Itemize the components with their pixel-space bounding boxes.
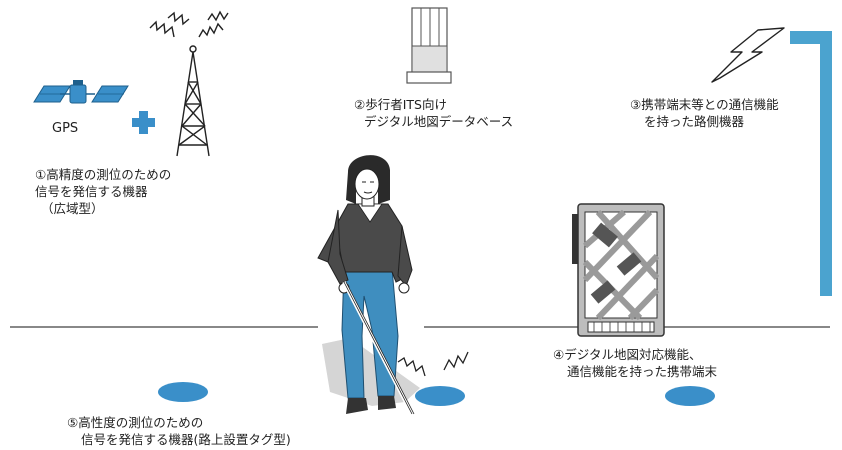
- lightning-icon: [711, 27, 785, 83]
- label-map-database-line-1: ②歩行者ITS向け: [354, 97, 447, 112]
- pedestrian-with-cane-icon: [317, 155, 420, 415]
- label-roadside-device-line-2: を持った路側機器: [644, 114, 745, 129]
- label-handheld-terminal-line-1: ④デジタル地図対応機能、: [553, 347, 702, 362]
- radio-tower-icon: [149, 10, 229, 157]
- label-map-database: ②歩行者ITS向け デジタル地図データベース: [354, 96, 513, 130]
- handheld-terminal-icon: [572, 203, 665, 337]
- tag-signal-icon: [397, 351, 469, 377]
- label-road-tag: ⑤高性度の測位のための 信号を発信する機器(路上設置タグ型): [67, 414, 291, 448]
- label-gps-transmitter-line-3: （広域型）: [41, 201, 104, 216]
- label-roadside-device-line-1: ③携帯端末等との通信機能: [630, 97, 779, 112]
- label-gps-transmitter-line-1: ①高精度の測位のための: [35, 167, 172, 182]
- roadside-pole-icon: [790, 31, 832, 296]
- label-road-tag-line-1: ⑤高性度の測位のための: [67, 415, 204, 430]
- database-server-icon: [406, 7, 452, 84]
- gps-satellite-icon: [33, 80, 129, 104]
- label-handheld-terminal-line-2: 通信機能を持った携帯端末: [567, 364, 718, 379]
- label-map-database-line-2: デジタル地図データベース: [364, 114, 514, 129]
- label-roadside-device: ③携帯端末等との通信機能 を持った路側機器: [630, 96, 779, 130]
- gps-label: GPS: [52, 121, 79, 136]
- road-tag-icon: [665, 386, 715, 406]
- road-tag-icon: [158, 382, 208, 402]
- label-gps-transmitter: ①高精度の測位のための 信号を発信する機器 （広域型）: [35, 166, 171, 217]
- label-road-tag-line-2: 信号を発信する機器(路上設置タグ型): [81, 432, 291, 447]
- road-tag-icon: [415, 386, 465, 406]
- plus-icon: [132, 111, 155, 134]
- label-handheld-terminal: ④デジタル地図対応機能、 通信機能を持った携帯端末: [553, 346, 717, 380]
- label-gps-transmitter-line-2: 信号を発信する機器: [35, 184, 148, 199]
